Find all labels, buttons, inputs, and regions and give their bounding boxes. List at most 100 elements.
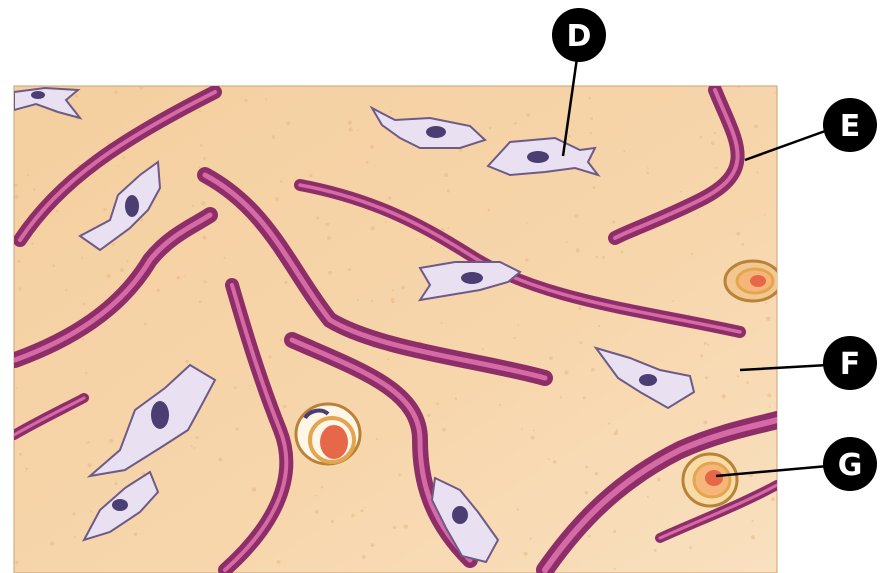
matrix-speckle [15, 195, 19, 199]
matrix-speckle [676, 404, 678, 406]
matrix-speckle [529, 538, 531, 540]
matrix-speckle [711, 141, 715, 145]
matrix-speckle [623, 150, 625, 152]
matrix-speckle [321, 486, 324, 489]
matrix-speckle [722, 394, 726, 398]
matrix-speckle [277, 560, 281, 564]
matrix-speckle [31, 242, 34, 245]
matrix-speckle [19, 453, 22, 456]
matrix-speckle [646, 172, 649, 175]
matrix-speckle [416, 239, 418, 241]
matrix-speckle [203, 157, 206, 160]
matrix-speckle [74, 536, 76, 538]
matrix-speckle [691, 253, 693, 255]
matrix-speckle [612, 220, 615, 223]
matrix-speckle [488, 209, 491, 212]
matrix-speckle [56, 210, 59, 213]
matrix-speckle [79, 188, 81, 190]
matrix-speckle [144, 323, 147, 326]
matrix-speckle [608, 422, 610, 424]
matrix-speckle [114, 482, 117, 485]
matrix-speckle [672, 300, 674, 302]
matrix-speckle [595, 256, 597, 258]
matrix-speckle [371, 543, 375, 547]
matrix-speckle [269, 355, 272, 358]
matrix-speckle [583, 396, 586, 399]
matrix-speckle [436, 402, 439, 405]
matrix-speckle [591, 368, 595, 372]
adipocyte-cell [725, 261, 781, 301]
matrix-speckle [234, 386, 237, 389]
matrix-speckle [120, 268, 124, 272]
matrix-speckle [157, 289, 160, 292]
matrix-speckle [118, 165, 120, 167]
matrix-speckle [218, 457, 222, 461]
matrix-speckle [25, 468, 28, 471]
matrix-speckle [201, 201, 205, 205]
matrix-speckle [27, 174, 29, 176]
matrix-speckle [568, 135, 571, 138]
matrix-speckle [689, 546, 692, 549]
matrix-speckle [244, 99, 247, 102]
matrix-speckle [50, 541, 54, 545]
matrix-speckle [316, 495, 318, 497]
matrix-speckle [585, 466, 588, 469]
matrix-speckle [775, 92, 777, 94]
matrix-speckle [361, 509, 364, 512]
matrix-speckle [393, 526, 396, 529]
matrix-speckle [199, 110, 202, 113]
matrix-speckle [140, 85, 144, 89]
matrix-speckle [76, 118, 78, 120]
matrix-speckle [185, 360, 188, 363]
matrix-speckle [88, 463, 92, 467]
matrix-speckle [514, 337, 516, 339]
matrix-speckle [751, 535, 755, 539]
matrix-speckle [309, 174, 312, 177]
matrix-speckle [327, 236, 331, 240]
matrix-speckle [107, 142, 109, 144]
matrix-speckle [442, 428, 446, 432]
matrix-speckle [315, 510, 319, 514]
matrix-speckle [533, 430, 535, 432]
matrix-speckle [81, 257, 83, 259]
matrix-speckle [398, 473, 401, 476]
matrix-speckle [757, 172, 759, 174]
matrix-speckle [204, 280, 207, 283]
matrix-speckle [752, 520, 754, 522]
matrix-speckle [404, 524, 408, 528]
matrix-speckle [590, 132, 592, 134]
matrix-speckle [764, 214, 766, 216]
matrix-speckle [566, 241, 568, 243]
matrix-speckle [13, 322, 16, 325]
matrix-speckle [252, 487, 256, 491]
matrix-speckle [580, 341, 583, 344]
matrix-speckle [280, 339, 282, 341]
matrix-speckle [364, 507, 366, 509]
matrix-speckle [200, 144, 203, 147]
matrix-speckle [499, 404, 501, 406]
matrix-speckle [576, 248, 580, 252]
matrix-speckle [65, 289, 67, 291]
matrix-speckle [348, 127, 352, 131]
matrix-speckle [390, 110, 392, 112]
matrix-speckle [614, 431, 618, 435]
matrix-speckle [697, 214, 699, 216]
matrix-speckle [598, 325, 600, 327]
matrix-speckle [72, 512, 75, 515]
matrix-speckle [388, 196, 391, 199]
matrix-speckle [392, 289, 394, 291]
matrix-speckle [134, 533, 137, 536]
matrix-speckle [284, 281, 287, 284]
matrix-speckle [736, 232, 740, 236]
callout-f: F [823, 336, 877, 390]
matrix-speckle [90, 510, 92, 512]
matrix-speckle [745, 336, 747, 338]
matrix-speckle [427, 414, 430, 417]
matrix-speckle [654, 549, 657, 552]
matrix-speckle [126, 260, 128, 262]
matrix-speckle [75, 95, 78, 98]
matrix-speckle [700, 354, 703, 357]
matrix-speckle [613, 530, 616, 533]
matrix-speckle [328, 271, 332, 275]
callout-g: G [823, 437, 877, 491]
